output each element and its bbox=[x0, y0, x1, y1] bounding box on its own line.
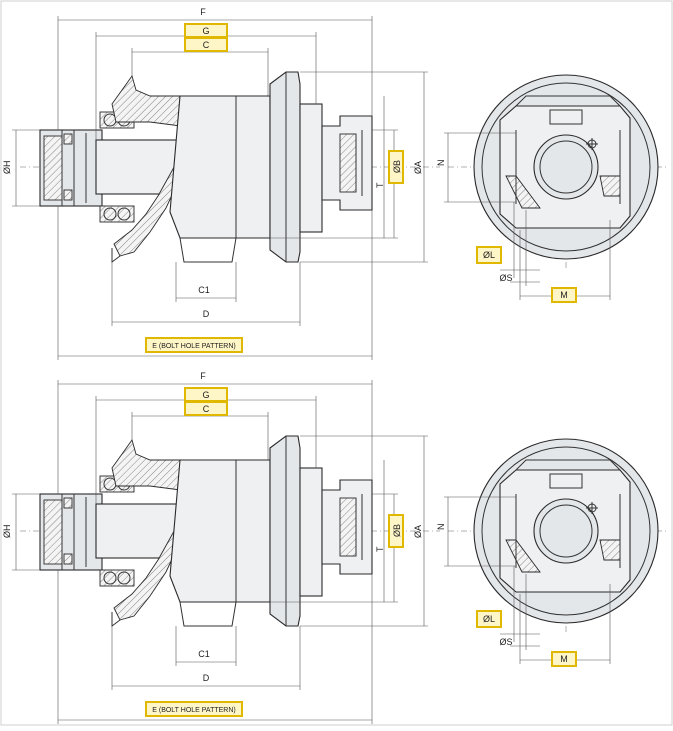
dim-l-label: ØL bbox=[483, 250, 495, 260]
dim-h-label: ØH bbox=[2, 525, 12, 539]
dim-l-highlight bbox=[476, 246, 502, 264]
dim-d-label: D bbox=[203, 309, 210, 319]
dim-b-label: ØB bbox=[392, 160, 402, 173]
dim-b-highlight bbox=[388, 514, 404, 548]
dim-a-label: ØA bbox=[413, 525, 423, 538]
dim-b-highlight bbox=[388, 150, 404, 184]
dim-n-label: N bbox=[436, 160, 446, 167]
dim-e-highlight bbox=[145, 337, 243, 353]
dim-d-label: D bbox=[203, 673, 210, 683]
dim-c-label: C bbox=[203, 404, 210, 414]
dim-g-label: G bbox=[202, 26, 209, 36]
dim-g-label: G bbox=[202, 390, 209, 400]
dim-f-label: F bbox=[200, 371, 206, 381]
dim-t-label: T bbox=[375, 546, 385, 552]
dim-l-label: ØL bbox=[483, 614, 495, 624]
dim-c-highlight bbox=[184, 401, 228, 416]
dim-e-highlight bbox=[145, 701, 243, 717]
dim-s-label: ØS bbox=[499, 637, 512, 647]
dim-f-label: F bbox=[200, 7, 206, 17]
dim-m-label: M bbox=[560, 654, 568, 664]
roller-assembly-top bbox=[11, 15, 669, 361]
drawing-bottom: F G C C1 D E (BOLT HOLE PATTERN) ØH ØB Ø… bbox=[2, 371, 669, 725]
dim-m-label: M bbox=[560, 290, 568, 300]
dim-c-label: C bbox=[203, 40, 210, 50]
dim-m-highlight bbox=[551, 651, 577, 667]
dim-c1-label: C1 bbox=[198, 649, 210, 659]
dim-h-label: ØH bbox=[2, 161, 12, 175]
dim-c1-label: C1 bbox=[198, 285, 210, 295]
dim-l-highlight bbox=[476, 610, 502, 628]
dim-b-label: ØB bbox=[392, 524, 402, 537]
roller-assembly-bottom bbox=[11, 379, 669, 725]
dim-c-highlight bbox=[184, 37, 228, 52]
dim-e-label: E (BOLT HOLE PATTERN) bbox=[152, 343, 236, 350]
dim-n-label: N bbox=[436, 524, 446, 531]
dim-t-label: T bbox=[375, 182, 385, 188]
dim-s-label: ØS bbox=[499, 273, 512, 283]
dim-a-label: ØA bbox=[413, 161, 423, 174]
drawing-top: F G C C1 D E (BOLT HOLE PATTERN) ØH ØB Ø… bbox=[2, 7, 669, 361]
dim-e-label: E (BOLT HOLE PATTERN) bbox=[152, 707, 236, 714]
dim-m-highlight bbox=[551, 287, 577, 303]
